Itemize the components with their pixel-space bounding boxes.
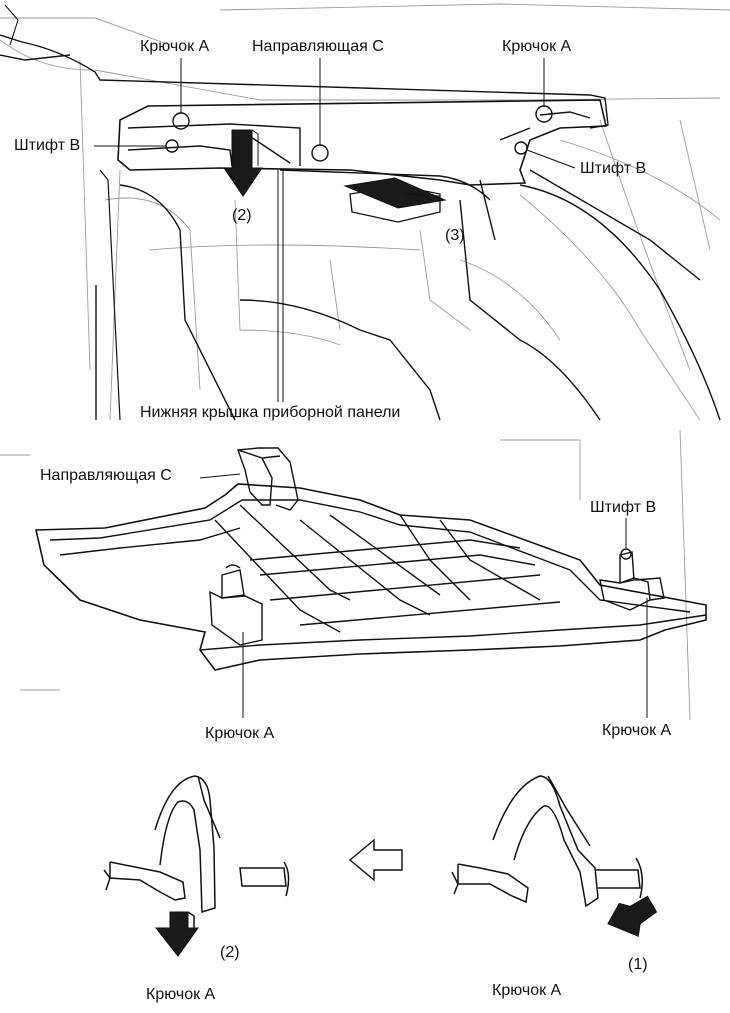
hook-a-label-top-right: Крючок А — [502, 38, 572, 55]
pull-arrow — [343, 177, 447, 223]
pin-b-label-top-right: Штифт В — [580, 160, 647, 177]
guide-c-label-top: Направляющая С — [252, 38, 384, 55]
guide-c-label-part: Направляющая С — [40, 467, 172, 484]
step-2-label-detail: (2) — [220, 944, 240, 961]
step-1-label-detail: (1) — [628, 956, 648, 973]
step-3-label-top: (3) — [445, 227, 465, 244]
top-dashboard-view — [0, 3, 730, 421]
pin-b-label-part: Штифт В — [590, 499, 657, 516]
pin-b-label-top-left: Штифт В — [14, 137, 81, 154]
hook-detail-left — [103, 775, 290, 957]
hook-detail-right — [451, 775, 658, 938]
part-leader-lines — [199, 473, 648, 718]
hook-a-label-part-right: Крючок А — [602, 722, 672, 739]
cover-part-view — [0, 429, 707, 721]
step-2-label-top: (2) — [232, 207, 252, 224]
top-leader-lines — [94, 58, 576, 402]
hook-a-label-detail-left: Крючок А — [146, 986, 216, 1003]
hook-a-label-top-left: Крючок А — [140, 38, 210, 55]
lower-cover-label: Нижняя крышка приборной панели — [140, 404, 401, 421]
hook-a-label-detail-right: Крючок А — [492, 982, 562, 999]
push-down-arrow — [223, 129, 263, 197]
hook-a-label-part-left: Крючок А — [205, 725, 275, 742]
sequence-arrow — [348, 838, 403, 882]
